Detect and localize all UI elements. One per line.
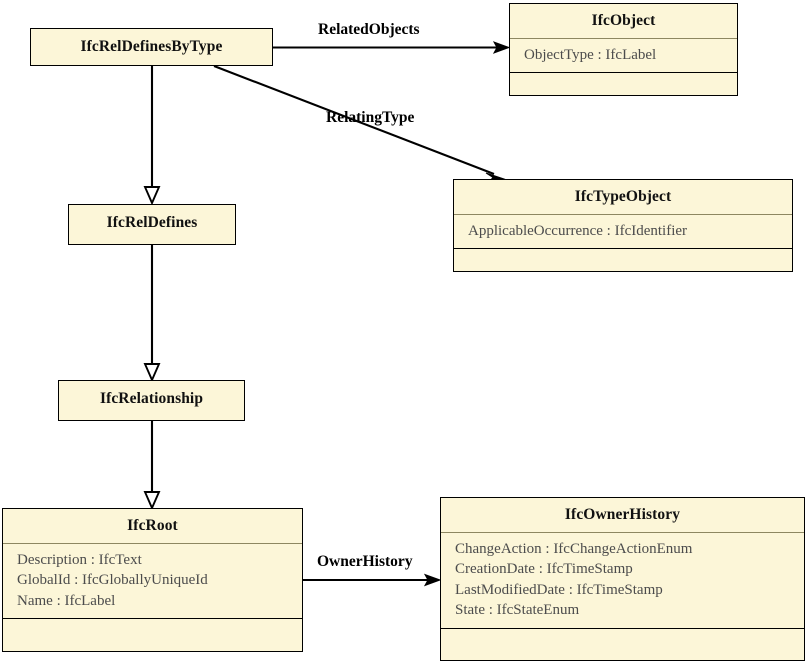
class-attribute: Description : IfcText	[17, 551, 142, 568]
class-title-ifcreldefinesbytype: IfcRelDefinesByType	[80, 38, 223, 55]
class-attribute: ObjectType : IfcLabel	[524, 46, 657, 63]
class-attribute: GlobalId : IfcGloballyUniqueId	[17, 572, 208, 589]
class-box-ifcroot[interactable]: IfcRoot Description : IfcText GlobalId :…	[2, 508, 303, 652]
class-operations-ifcownerhistory	[441, 627, 804, 653]
class-attribute: ApplicableOccurrence : IfcIdentifier	[468, 222, 688, 239]
edge-gen-relationship-arrowhead	[143, 491, 161, 511]
class-box-ifcobject[interactable]: IfcObject ObjectType : IfcLabel	[509, 3, 738, 96]
class-box-ifctypeobject[interactable]: IfcTypeObject ApplicableOccurrence : Ifc…	[453, 179, 793, 272]
class-box-ifcownerhistory[interactable]: IfcOwnerHistory ChangeAction : IfcChange…	[440, 497, 805, 661]
edge-relatedobjects-arrowhead	[492, 41, 511, 54]
class-title-ifcobject: IfcObject	[591, 12, 656, 29]
class-box-ifcreldefines[interactable]: IfcRelDefines	[68, 204, 236, 245]
class-attributes-ifctypeobject: ApplicableOccurrence : IfcIdentifier	[454, 213, 792, 249]
class-operations-ifctypeobject	[454, 248, 792, 271]
class-title-ifcrelationship: IfcRelationship	[99, 390, 204, 407]
edge-gen-reldefinesbytype-arrowhead	[143, 186, 161, 206]
class-attribute: Name : IfcLabel	[17, 592, 116, 609]
class-title-ifcroot: IfcRoot	[127, 517, 178, 534]
edge-label-relatedobjects: RelatedObjects	[318, 21, 420, 38]
class-operations-ifcobject	[510, 72, 737, 95]
class-operations-ifcroot	[3, 618, 302, 643]
class-attribute: State : IfcStateEnum	[455, 602, 580, 619]
class-box-ifcrelationship[interactable]: IfcRelationship	[58, 380, 245, 421]
class-attribute: CreationDate : IfcTimeStamp	[455, 561, 633, 578]
class-attributes-ifcroot: Description : IfcText GlobalId : IfcGlob…	[3, 542, 302, 619]
class-attributes-ifcownerhistory: ChangeAction : IfcChangeActionEnum Creat…	[441, 531, 804, 628]
edge-ownerhistory-arrowhead	[423, 573, 442, 587]
edge-label-ownerhistory: OwnerHistory	[317, 553, 413, 570]
class-attribute: LastModifiedDate : IfcTimeStamp	[455, 581, 663, 598]
class-title-ifcownerhistory: IfcOwnerHistory	[564, 506, 681, 523]
class-attribute: ChangeAction : IfcChangeActionEnum	[455, 540, 693, 557]
class-title-ifctypeobject: IfcTypeObject	[574, 188, 672, 205]
class-attributes-ifcobject: ObjectType : IfcLabel	[510, 37, 737, 73]
class-box-ifcreldefinesbytype[interactable]: IfcRelDefinesByType	[30, 28, 273, 66]
edge-gen-reldefines-arrowhead	[143, 363, 161, 383]
edge-label-relatingtype: RelatingType	[326, 109, 415, 126]
class-title-ifcreldefines: IfcRelDefines	[106, 214, 198, 231]
